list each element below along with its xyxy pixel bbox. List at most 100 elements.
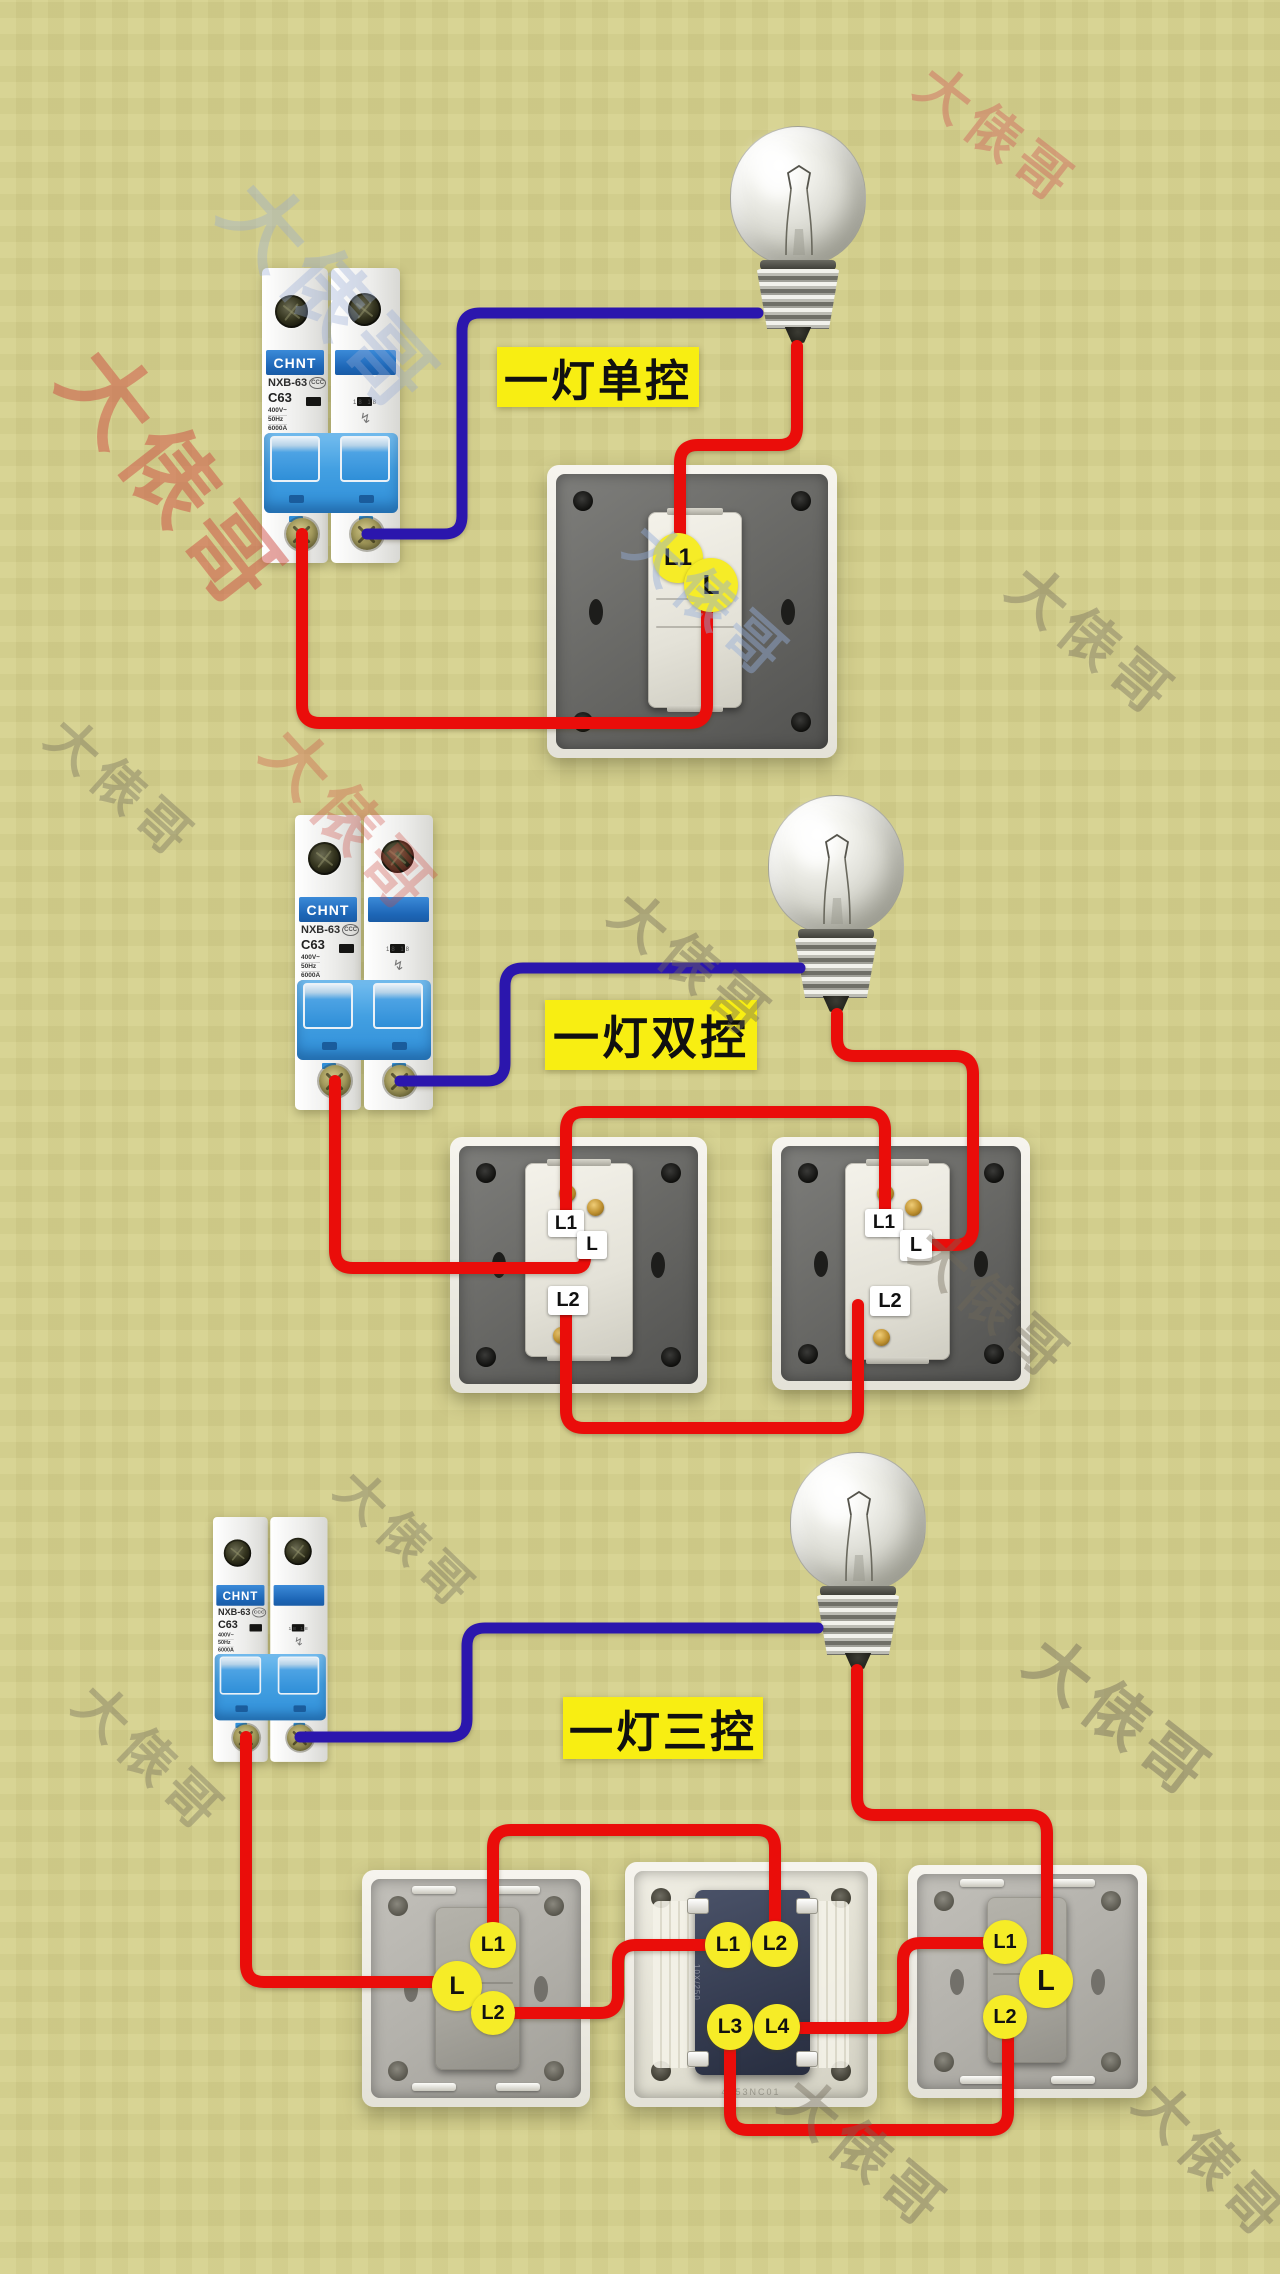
breaker-model-text: NXB-63: [301, 924, 341, 936]
ccc-mark-icon: CCC: [309, 377, 327, 389]
breaker-rocker: [297, 980, 431, 1060]
screw-hole-icon: [573, 712, 593, 732]
screw-hole-icon: [388, 1896, 408, 1916]
mount-slot-icon: [950, 1968, 964, 1995]
mount-slot-icon: [534, 1975, 548, 2002]
breaker-specs: 400V~ 50Hz 6000A: [217, 1632, 234, 1655]
breaker-top-screw-icon: [284, 1537, 312, 1566]
breaker-rating: C63: [301, 937, 325, 952]
mount-slot-icon: [974, 1250, 988, 1277]
screw-hole-icon: [798, 1344, 818, 1364]
mount-clip: [960, 2076, 1004, 2084]
breaker-handle-right: [340, 436, 390, 482]
module-tab: [666, 508, 724, 515]
terminal-label-L1: L1: [983, 1920, 1027, 1964]
breaker-handle-left: [219, 1656, 262, 1695]
spec-voltage: 400V~: [301, 954, 321, 963]
mount-clip: [412, 2083, 456, 2091]
section-title-single-control: 一灯单控: [497, 347, 699, 407]
light-bulb-1: [730, 126, 866, 343]
screw-hole-icon: [661, 1163, 681, 1183]
terminal-label-L1: L1: [865, 1209, 903, 1237]
breaker-top-screw-icon: [275, 295, 308, 328]
terminal-label-L: L: [577, 1231, 607, 1259]
ccc-mark-icon: CCC: [342, 924, 360, 936]
zigzag-icon: ↯: [294, 1634, 304, 1649]
screw-hole-icon: [798, 1163, 818, 1183]
module-tab: [866, 1357, 929, 1364]
breaker-band: [273, 1585, 325, 1606]
terminal-label-L: L: [684, 558, 738, 612]
breaker-brand: CHNT: [299, 897, 357, 922]
breaker-rocker: [214, 1653, 326, 1721]
rocker-window: [289, 495, 304, 503]
bulb-glass: [730, 126, 866, 266]
screw-hole-icon: [476, 1163, 496, 1183]
filament-icon: [845, 1490, 873, 1582]
breaker-terminal-live: [286, 518, 318, 550]
breaker-rating: C63: [268, 390, 292, 405]
breaker-brand: CHNT: [216, 1585, 265, 1606]
watermark-text: 大俵哥: [903, 54, 1088, 217]
spec-frequency: 50Hz: [301, 963, 321, 972]
mount-slot-icon: [781, 598, 795, 625]
screw-hole-icon: [573, 491, 593, 511]
switch-module: [845, 1159, 950, 1364]
breaker-top-screw-icon: [348, 293, 381, 326]
breaker-specs: 400V~ 50Hz 6000A: [301, 954, 321, 981]
terminal-label-L2: L2: [870, 1286, 910, 1316]
rocker-window: [322, 1042, 337, 1050]
breaker-top-screw-icon: [223, 1539, 252, 1567]
bulb-glass: [790, 1452, 926, 1592]
switch-panel-s1: [547, 465, 837, 758]
spec-frequency: 50Hz: [268, 416, 288, 425]
breaker-indicator-window: [306, 397, 321, 406]
module-side-marking: 10X/250: [692, 1964, 701, 2001]
switch-module: [525, 1159, 633, 1361]
breaker-terminal-neutral: [384, 1065, 416, 1097]
terminal-label-L1: L1: [470, 1922, 516, 1968]
screw-hole-icon: [476, 1347, 496, 1367]
bulb-collar: [820, 1586, 896, 1596]
brass-screw-icon: [587, 1199, 604, 1216]
watermark-text: 大俵哥: [994, 553, 1189, 731]
screw-hole-icon: [544, 1896, 564, 1916]
panel-product-code: 4153NC01: [721, 2087, 781, 2097]
rocker-window: [392, 1042, 407, 1050]
bulb-screw-base: [756, 269, 840, 329]
mount-clip: [1051, 2076, 1095, 2084]
rocker-window: [293, 1705, 306, 1713]
terminal-label-L2: L2: [471, 1991, 515, 2035]
pole-numbers: 18 18: [385, 947, 411, 953]
switch-panel-s2-right: [772, 1137, 1030, 1390]
breaker-brand: CHNT: [266, 350, 324, 375]
terminal-label-L2: L2: [752, 1921, 798, 1967]
spec-voltage: 400V~: [268, 407, 288, 416]
mount-slot-icon: [1091, 1968, 1105, 1995]
section-title-two-way: 一灯双控: [545, 1000, 757, 1070]
brass-screw-icon: [559, 1185, 576, 1202]
brass-screw-icon: [905, 1199, 922, 1216]
terminal-label-L3: L3: [707, 2004, 753, 2050]
bulb-contact-tip: [784, 327, 812, 343]
mount-clip: [496, 2083, 540, 2091]
section-title-three-way: 一灯三控: [563, 1697, 763, 1759]
screw-hole-icon: [1101, 2052, 1121, 2072]
bulb-contact-tip: [844, 1653, 872, 1669]
light-bulb-3: [790, 1452, 926, 1669]
breaker-model-text: NXB-63: [217, 1607, 251, 1618]
screw-hole-icon: [984, 1163, 1004, 1183]
module-tab: [666, 705, 724, 712]
module-clip: [687, 1898, 709, 1914]
spec-frequency: 50Hz: [217, 1640, 234, 1648]
breaker-rating: C63: [217, 1618, 238, 1631]
mount-slot-icon: [814, 1250, 828, 1277]
module-tab: [546, 1159, 612, 1166]
